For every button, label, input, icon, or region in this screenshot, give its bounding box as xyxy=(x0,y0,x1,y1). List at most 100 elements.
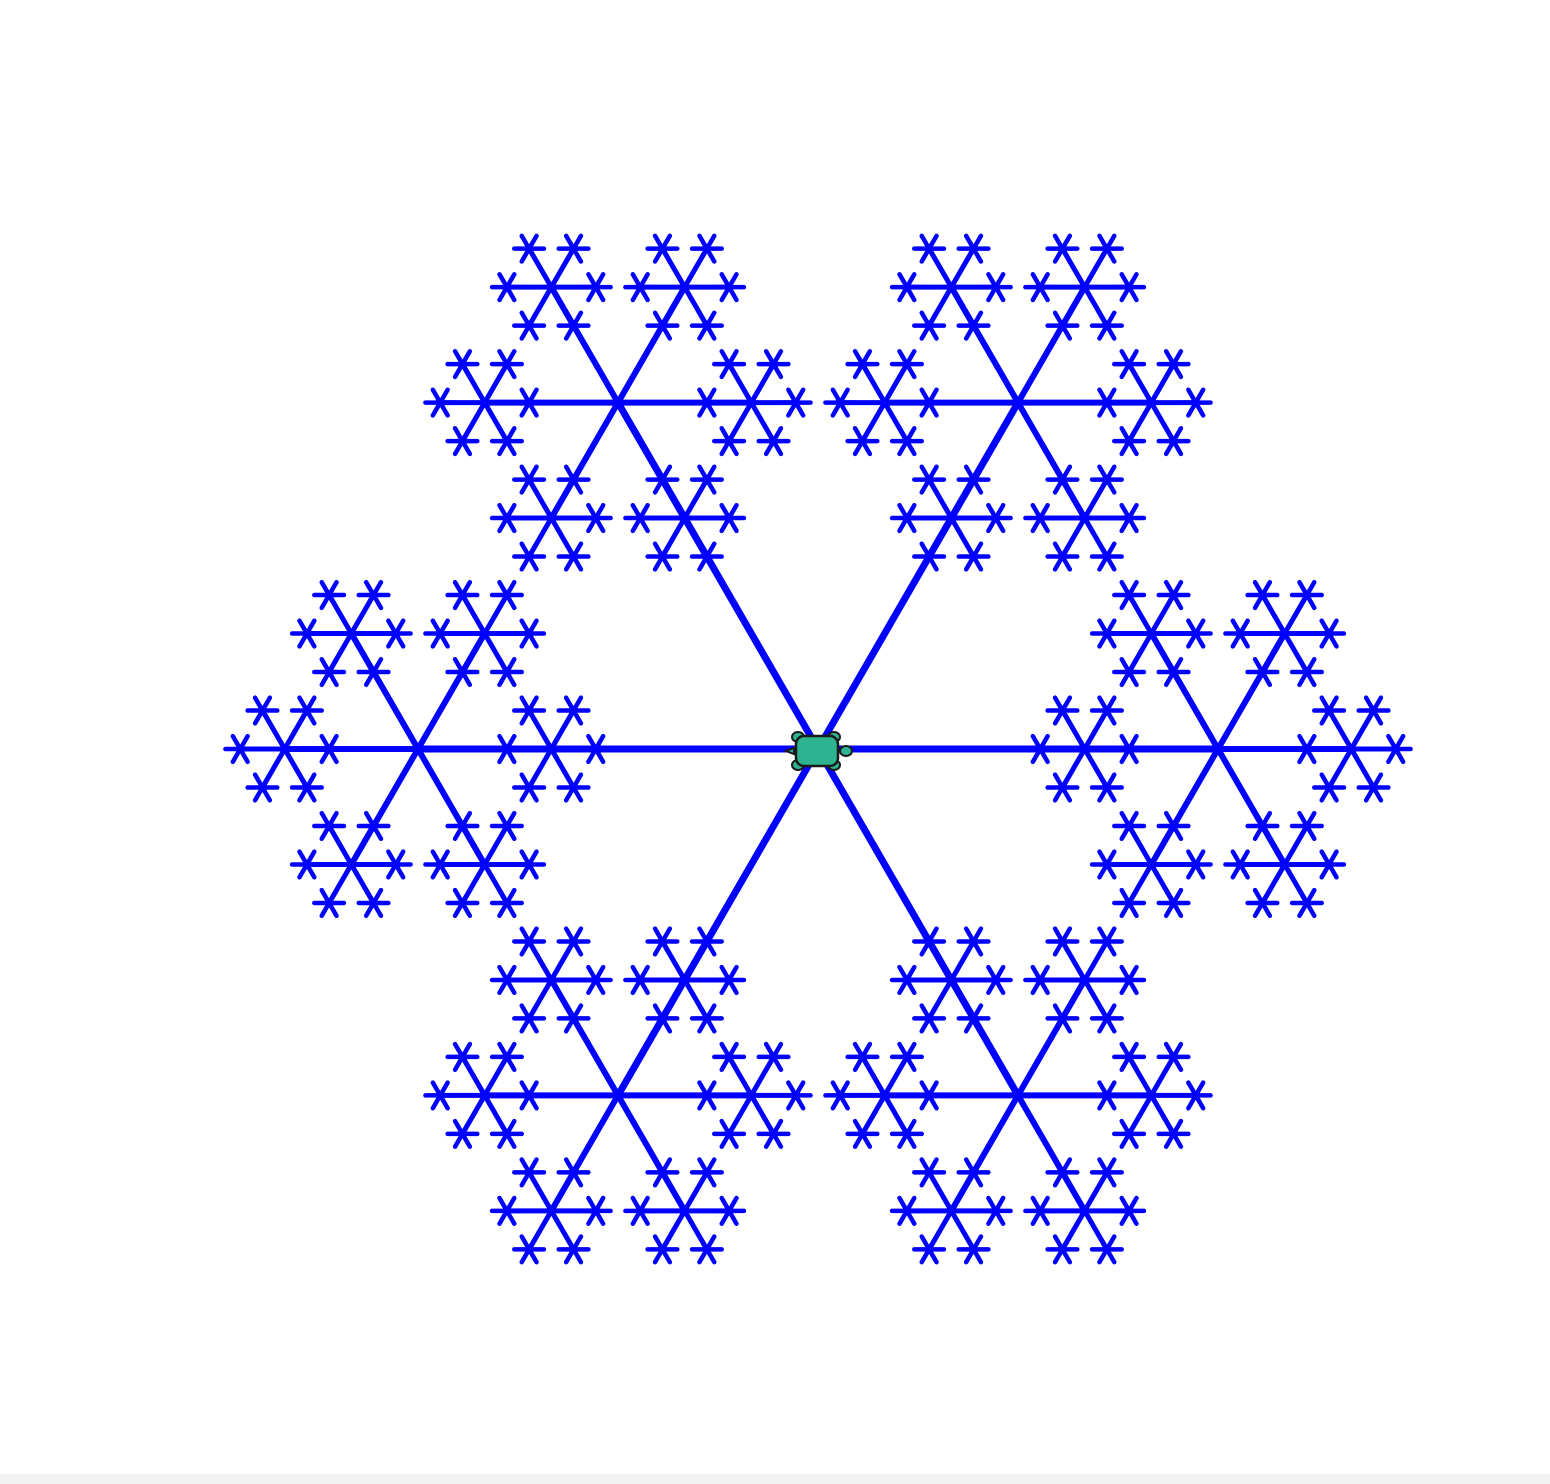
branch-level-3 xyxy=(1037,746,1050,765)
branch-level-3 xyxy=(860,438,873,457)
branch-level-3 xyxy=(771,1131,784,1149)
branch-level-3 xyxy=(1060,323,1073,341)
branch-level-3 xyxy=(926,246,939,264)
branch-level-3 xyxy=(1104,400,1117,418)
branch-level-3 xyxy=(1126,1054,1139,1072)
branch-level-3 xyxy=(637,515,650,534)
branch-level-3 xyxy=(1171,823,1184,842)
branch-level-3 xyxy=(237,746,250,765)
branch-level-3 xyxy=(660,323,673,341)
branch-level-3 xyxy=(660,1247,673,1265)
branch-level-3 xyxy=(926,477,939,495)
branch-level-3 xyxy=(726,361,739,380)
branch-level-3 xyxy=(571,785,584,803)
branch-level-3 xyxy=(593,284,606,303)
branch-level-3 xyxy=(704,477,717,495)
branch-level-3 xyxy=(504,900,517,919)
branch-level-3 xyxy=(460,669,473,688)
branch-level-3 xyxy=(1393,746,1406,765)
branch-level-3 xyxy=(771,1054,784,1072)
branch-level-3 xyxy=(393,862,406,880)
branch-level-3 xyxy=(1193,1093,1206,1111)
branch-level-3 xyxy=(1060,785,1073,803)
branch-level-3 xyxy=(504,746,517,765)
branch-level-3 xyxy=(926,1247,939,1265)
branch-level-3 xyxy=(504,1054,517,1072)
branch-level-3 xyxy=(926,554,939,572)
branch-level-3 xyxy=(326,746,339,765)
branch-level-3 xyxy=(971,477,984,495)
branch-level-3 xyxy=(1037,977,1050,996)
branch-level-3 xyxy=(1037,515,1050,534)
branch-level-3 xyxy=(971,1016,984,1034)
branch-level-3 xyxy=(1304,823,1317,842)
branch-level-3 xyxy=(526,477,539,495)
branch-level-3 xyxy=(1037,1208,1050,1226)
branch-level-3 xyxy=(660,246,673,264)
branch-level-3 xyxy=(504,361,517,380)
branch-level-3 xyxy=(571,1170,584,1188)
branch-level-3 xyxy=(526,1016,539,1034)
branch-level-3 xyxy=(460,438,473,457)
branch-level-3 xyxy=(726,515,739,534)
branch-level-3 xyxy=(904,515,917,534)
branch-level-3 xyxy=(926,1170,939,1188)
branch-level-3 xyxy=(504,438,517,457)
branch-level-3 xyxy=(571,1016,584,1034)
branch-level-3 xyxy=(526,862,539,880)
branch-level-3 xyxy=(1193,400,1206,418)
branch-level-3 xyxy=(726,1208,739,1226)
branch-level-3 xyxy=(704,246,717,264)
branch-level-3 xyxy=(971,939,984,957)
branch-level-3 xyxy=(326,669,339,688)
branch-level-3 xyxy=(526,400,539,418)
branch-level-3 xyxy=(971,246,984,264)
branch-level-3 xyxy=(904,1208,917,1226)
branch-level-3 xyxy=(326,592,339,611)
branch-level-3 xyxy=(637,284,650,303)
branch-level-3 xyxy=(660,939,673,957)
branch-level-3 xyxy=(1060,708,1073,726)
branch-level-3 xyxy=(704,1247,717,1265)
turtle-cursor-icon xyxy=(783,731,853,771)
branch-level-3 xyxy=(371,592,384,611)
branch-level-3 xyxy=(993,977,1006,996)
branch-level-3 xyxy=(371,823,384,842)
branch-level-3 xyxy=(1060,554,1073,572)
branch-level-3 xyxy=(1104,554,1117,572)
branch-level-3 xyxy=(526,1247,539,1265)
branch-level-3 xyxy=(571,1247,584,1265)
branch-level-3 xyxy=(1304,900,1317,919)
branch-level-3 xyxy=(771,438,784,457)
branch-level-3 xyxy=(526,708,539,726)
branch-level-3 xyxy=(571,477,584,495)
branch-level-3 xyxy=(926,1016,939,1034)
branch-level-3 xyxy=(437,1093,450,1111)
branch-level-3 xyxy=(860,1054,873,1072)
branch-level-3 xyxy=(1104,1170,1117,1188)
branch-level-3 xyxy=(504,284,517,303)
branch-level-3 xyxy=(437,631,450,649)
branch-level-3 xyxy=(460,823,473,842)
branch-level-3 xyxy=(1060,1016,1073,1034)
branch-level-3 xyxy=(304,785,317,803)
branch-level-3 xyxy=(704,323,717,341)
branch-level-3 xyxy=(637,977,650,996)
branch-level-3 xyxy=(726,284,739,303)
branch-level-3 xyxy=(1104,477,1117,495)
branch-level-3 xyxy=(1126,746,1139,765)
branch-level-3 xyxy=(971,1247,984,1265)
branch-level-3 xyxy=(1171,669,1184,688)
branch-level-3 xyxy=(504,1131,517,1149)
branch-level-3 xyxy=(1171,1054,1184,1072)
branch-level-3 xyxy=(904,284,917,303)
branch-level-3 xyxy=(1126,1131,1139,1149)
branch-level-3 xyxy=(1260,669,1273,688)
branch-level-3 xyxy=(460,900,473,919)
branch-level-3 xyxy=(571,323,584,341)
branch-level-3 xyxy=(1126,592,1139,611)
branch-level-3 xyxy=(860,361,873,380)
branch-level-3 xyxy=(260,785,273,803)
branch-level-3 xyxy=(1326,862,1339,880)
branch-level-3 xyxy=(1126,900,1139,919)
